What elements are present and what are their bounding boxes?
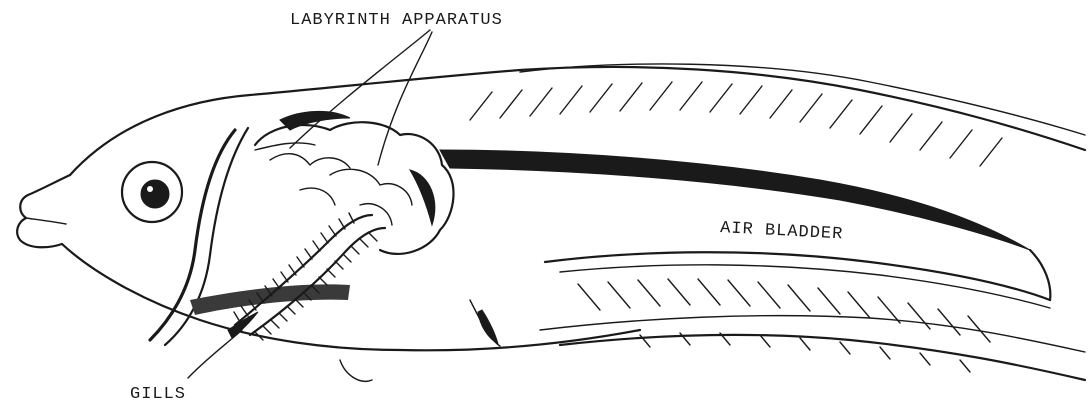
labyrinth-leader-1 (378, 32, 432, 165)
gills-leader (188, 330, 242, 378)
eye (122, 162, 182, 222)
label-gills: GILLS (130, 385, 186, 404)
label-labyrinth-apparatus: LABYRINTH APPARATUS (290, 11, 503, 30)
label-air-bladder: AIR BLADDER (720, 219, 844, 244)
gill-filaments (228, 213, 385, 340)
labyrinth-organ (255, 111, 454, 253)
